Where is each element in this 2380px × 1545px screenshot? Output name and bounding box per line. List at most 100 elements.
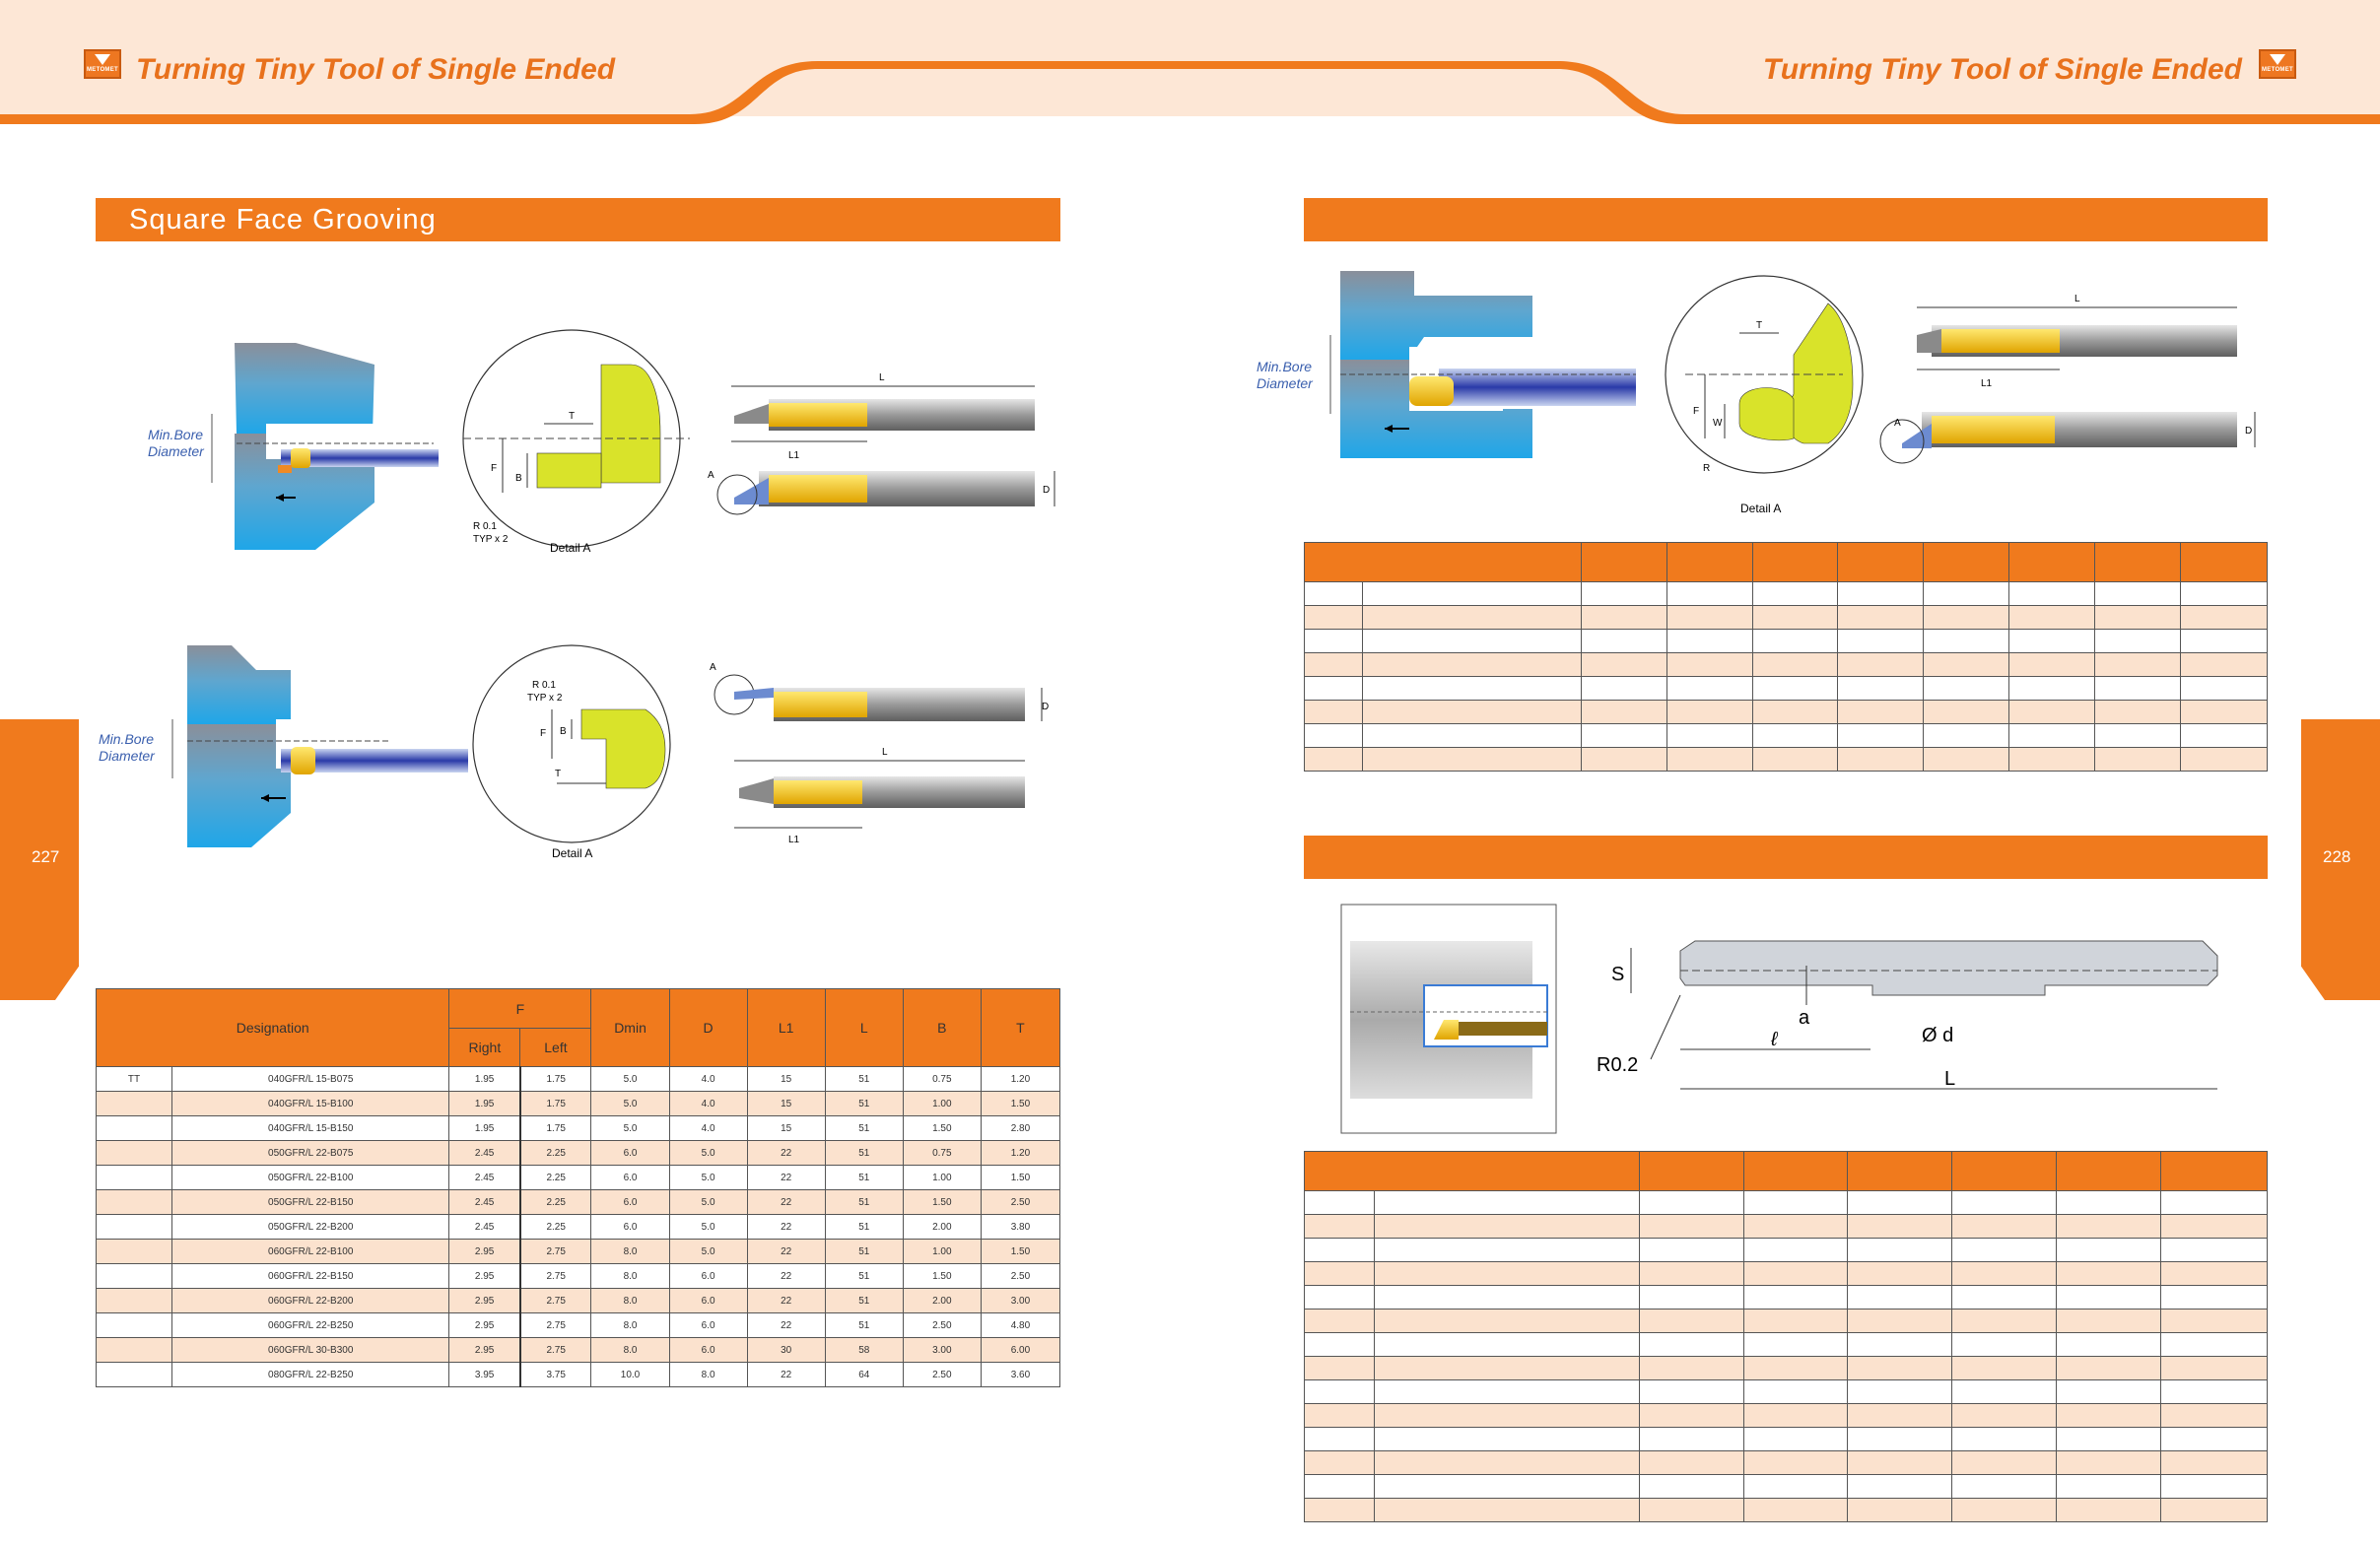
- table-cell: [1373, 1474, 1640, 1499]
- table-cell: [1847, 1474, 1953, 1499]
- table-cell: [1304, 1214, 1375, 1239]
- table-cell: [1923, 747, 2010, 772]
- table-cell: [1951, 1214, 2058, 1239]
- table-cell: 1.75: [519, 1091, 592, 1116]
- section-title: Square Face Grooving: [129, 204, 437, 235]
- table-cell: [1742, 1190, 1849, 1215]
- table-cell: [1304, 605, 1363, 630]
- table-cell: [1373, 1498, 1640, 1522]
- table-cell: 22: [746, 1362, 826, 1387]
- table-cell: [1742, 1261, 1849, 1286]
- table-cell: [1923, 605, 2010, 630]
- table-cell: [2094, 747, 2182, 772]
- table-cell: [2056, 1190, 2162, 1215]
- table-cell: 2.50: [980, 1263, 1061, 1289]
- table-cell: 040GFR/L 15-B150: [171, 1115, 450, 1141]
- table-cell: 4.0: [668, 1091, 748, 1116]
- table-cell: 3.80: [980, 1214, 1061, 1240]
- dim-t: T: [569, 411, 575, 422]
- table-cell: [1837, 723, 1925, 748]
- table-cell: [1951, 1356, 2058, 1380]
- table-cell: [1666, 700, 1753, 724]
- table-row: [1304, 1214, 2268, 1239]
- table-cell: TT: [95, 1066, 173, 1092]
- table-cell: 64: [824, 1362, 904, 1387]
- table-cell: 22: [746, 1263, 826, 1289]
- r-label: R 0.1: [473, 521, 497, 532]
- table-cell: [1638, 1498, 1744, 1522]
- table-cell: [1847, 1379, 1953, 1404]
- table-cell: [95, 1288, 173, 1313]
- dim-l-bar: L: [1944, 1068, 1955, 1090]
- table-cell: [2008, 747, 2096, 772]
- table-cell: 3.60: [980, 1362, 1061, 1387]
- table-row: [1304, 1356, 2268, 1380]
- table-cell: 22: [746, 1214, 826, 1240]
- table-cell: [1837, 581, 1925, 606]
- table-cell: [1751, 700, 1839, 724]
- table-cell: [2008, 676, 2096, 701]
- table-cell: [1751, 747, 1839, 772]
- table-cell: [1304, 700, 1363, 724]
- table-cell: 2.95: [448, 1263, 521, 1289]
- min-bore-label-3: Min.Bore: [99, 731, 154, 747]
- table-cell: [1373, 1238, 1640, 1262]
- typ-label: TYP x 2: [473, 534, 509, 545]
- table-cell: [1373, 1379, 1640, 1404]
- table-cell: [95, 1091, 173, 1116]
- table-cell: [1638, 1450, 1744, 1475]
- table-cell: [1951, 1309, 2058, 1333]
- table-cell: 2.45: [448, 1189, 521, 1215]
- table-cell: [2160, 1190, 2268, 1215]
- table-cell: [2160, 1427, 2268, 1451]
- table-cell: [1580, 723, 1667, 748]
- table-cell: [1304, 676, 1363, 701]
- table-cell: [1742, 1498, 1849, 1522]
- table-cell: [2056, 1309, 2162, 1333]
- table-cell: [2160, 1309, 2268, 1333]
- table-cell: [1923, 652, 2010, 677]
- table-cell: [1361, 652, 1582, 677]
- dim-s: S: [1611, 964, 1624, 985]
- dim-f: F: [491, 463, 497, 474]
- table-cell: [2008, 700, 2096, 724]
- table-cell: 22: [746, 1288, 826, 1313]
- table-cell: [1638, 1214, 1744, 1239]
- table-cell: [1951, 1450, 2058, 1475]
- table-cell: 2.75: [519, 1263, 592, 1289]
- table-row: [1304, 1474, 2268, 1499]
- table-cell: [2056, 1450, 2162, 1475]
- table-cell: 51: [824, 1140, 904, 1166]
- table-cell: [1837, 700, 1925, 724]
- table-cell: [1361, 629, 1582, 653]
- table-cell: 6.0: [668, 1288, 748, 1313]
- table-cell: 060GFR/L 22-B150: [171, 1263, 450, 1289]
- table-cell: 2.80: [980, 1115, 1061, 1141]
- col-f-right: Right: [448, 1028, 521, 1067]
- table-cell: 51: [824, 1091, 904, 1116]
- table-cell: [1742, 1238, 1849, 1262]
- table-cell: [1751, 581, 1839, 606]
- table-cell: [95, 1362, 173, 1387]
- table-cell: 1.00: [902, 1239, 982, 1264]
- table-cell: [1304, 747, 1363, 772]
- table-cell: 2.95: [448, 1312, 521, 1338]
- table-cell: [2180, 676, 2268, 701]
- table-cell: [1304, 1403, 1375, 1428]
- table-cell: [2056, 1427, 2162, 1451]
- table-row: [1304, 676, 2268, 701]
- table-cell: 10.0: [590, 1362, 670, 1387]
- table-cell: [1304, 1356, 1375, 1380]
- table-cell: [1742, 1356, 1849, 1380]
- table-cell: [2094, 605, 2182, 630]
- table-cell: 060GFR/L 22-B100: [171, 1239, 450, 1264]
- table-cell: [2094, 676, 2182, 701]
- table-cell: 1.50: [902, 1189, 982, 1215]
- diagram-right-top: Min.Bore Diameter T F W R Detail A L L1 …: [1257, 271, 2256, 515]
- section-bar-right-top: [1304, 198, 2268, 241]
- table-cell: [95, 1189, 173, 1215]
- diagram-face-grooving-bottom: Min.Bore Diameter R 0.1 TYP x 2 F B T De…: [99, 644, 1049, 860]
- table-cell: [1742, 1403, 1849, 1428]
- table-cell: 6.00: [980, 1337, 1061, 1363]
